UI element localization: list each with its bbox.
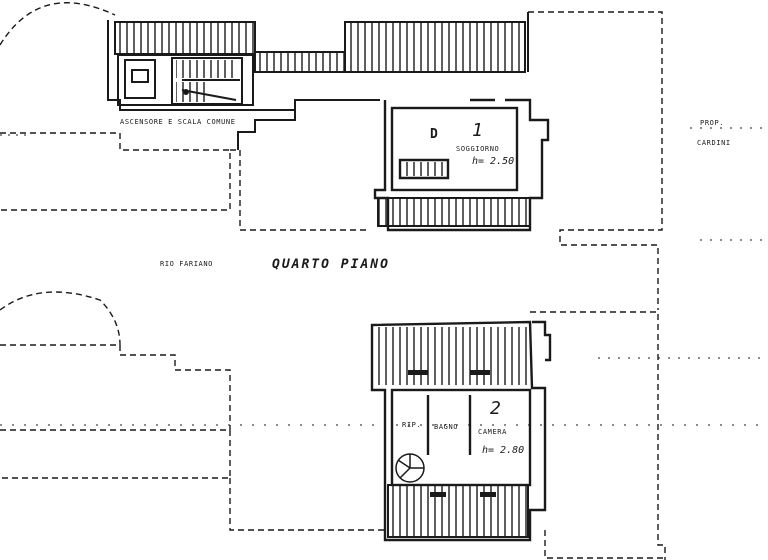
common-stair-block (107, 20, 296, 150)
roof-strip-top (114, 21, 526, 73)
unit1-room-name: SOGGIORNO (456, 145, 500, 153)
street-label: RIO FARIANO (160, 260, 213, 268)
unit1-height: h= 2.50 (472, 156, 515, 167)
unit2-storage-label: RIP. (402, 421, 422, 429)
unit1-number: 1 (472, 120, 483, 141)
floor-title: QUARTO PIANO (272, 257, 390, 272)
neighbor-label-line1: PROP. (700, 119, 725, 127)
unit2-walls (370, 320, 552, 542)
unit1-stair (403, 162, 447, 176)
unit2-room-name: CAMERA (478, 428, 507, 436)
unit1-roof-strip (377, 197, 531, 227)
unit2-roof-top (374, 327, 528, 385)
common-stair-label: ASCENSORE E SCALA COMUNE (120, 118, 236, 126)
neighbor-label-line2: CARDINI (697, 139, 731, 147)
unit2-height: h= 2.80 (482, 445, 525, 456)
unit2-number: 2 (490, 398, 501, 419)
unit2-roof-bottom (387, 484, 529, 538)
unit2-bath-label: BAGNO (434, 423, 459, 431)
stair-treads (176, 60, 238, 78)
unit1-letter: D (430, 127, 440, 142)
spiral-stair (395, 453, 425, 483)
